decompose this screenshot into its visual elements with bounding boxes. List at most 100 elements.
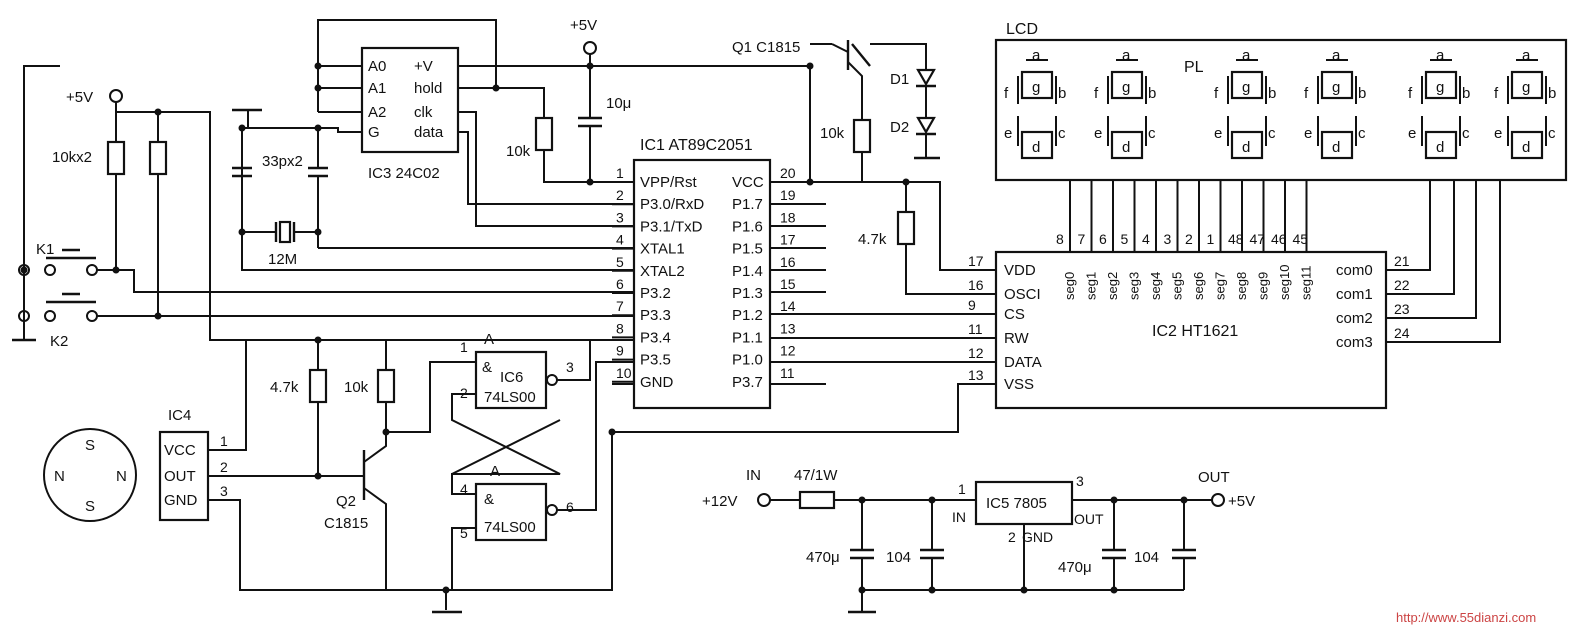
lcd-seg-a: a: [1522, 47, 1531, 64]
ic3-right-pin-label: +V: [414, 58, 433, 75]
cap-xtal-label: 33px2: [262, 153, 303, 170]
ic6-pin6: 6: [566, 499, 574, 515]
c-in2-label: 104: [886, 549, 911, 566]
vcc-left-label: +5V: [66, 89, 93, 106]
ic1-right-pin-label: P1.0: [732, 352, 763, 369]
ic2-top-pin-num: 7: [1078, 231, 1086, 247]
lcd-digit-lower: [1110, 130, 1144, 160]
ic1-left-pin-label: P3.5: [640, 352, 671, 369]
lcd-seg-b: b: [1462, 85, 1470, 102]
ic2-top-pin-num: 5: [1121, 231, 1129, 247]
magnet-n-right: N: [116, 468, 127, 485]
lcd-seg-a: a: [1242, 47, 1251, 64]
ic1-right-pin-num: 12: [780, 343, 796, 359]
lcd-seg-f: f: [1214, 85, 1219, 102]
ic1-left-pin-label: XTAL2: [640, 263, 685, 280]
lcd-seg-b: b: [1548, 85, 1556, 102]
ic2-com-pin-label: com0: [1336, 262, 1373, 279]
ic2-com-pin-num: 22: [1394, 277, 1410, 293]
lcd-seg-f: f: [1408, 85, 1413, 102]
ic1-right-pin-label: P1.3: [732, 285, 763, 302]
lcd-seg-g: g: [1436, 79, 1444, 96]
q2-label: Q2: [336, 493, 356, 510]
ic2-name: IC2 HT1621: [1152, 323, 1238, 340]
ic2-left-pin-num: 13: [968, 367, 984, 383]
r-osc-label: 4.7k: [858, 231, 887, 248]
ic2-seg-label: seg8: [1234, 272, 1249, 300]
r-q1-label: 10k: [820, 125, 845, 142]
ic6-upper-amp: &: [482, 359, 492, 376]
ic4-pin-label: GND: [164, 492, 198, 509]
lcd-seg-e: e: [1494, 125, 1502, 142]
lcd-seg-d: d: [1032, 139, 1040, 156]
ic2-left-pin-label: DATA: [1004, 354, 1042, 371]
ic3-right-pin-label: hold: [414, 80, 442, 97]
ic2-top-pin-num: 48: [1228, 231, 1244, 247]
ic1-left-pin-label: XTAL1: [640, 241, 685, 258]
ic1-right-pin-label: P1.7: [732, 196, 763, 213]
in-label: IN: [746, 467, 761, 484]
lcd-pl: PL: [1184, 59, 1204, 76]
ic5-in-label: IN: [952, 509, 966, 525]
ic3-name: IC3 24C02: [368, 165, 440, 182]
ic2-seg-label: seg10: [1277, 265, 1292, 300]
r-q2c-label: 10k: [344, 379, 369, 396]
ic1-left-pin-num: 10: [616, 365, 632, 381]
ic2-com-pin-label: com1: [1336, 286, 1373, 303]
ic2-top-pin-num: 1: [1207, 231, 1215, 247]
ic2-seg-label: seg5: [1170, 272, 1185, 300]
ic2-top-pin-num: 45: [1293, 231, 1309, 247]
ic2-top-pin-num: 6: [1099, 231, 1107, 247]
ic2-top-pin-num: 4: [1142, 231, 1150, 247]
ic2-seg-label: seg6: [1191, 272, 1206, 300]
ic3-left-pin-label: A0: [368, 58, 386, 75]
lcd-seg-f: f: [1304, 85, 1309, 102]
ic5-name: IC5 7805: [986, 495, 1047, 512]
ic2-left-pin-label: VDD: [1004, 262, 1036, 279]
ic1-body: [632, 158, 772, 410]
lcd-seg-a: a: [1332, 47, 1341, 64]
lcd-seg-c: c: [1548, 125, 1556, 142]
ic3-left-pin-label: A2: [368, 104, 386, 121]
lcd-digit-upper: [1110, 70, 1144, 100]
ic2-top-pin-num: 46: [1271, 231, 1287, 247]
ic1-left-pin-num: 8: [616, 320, 624, 336]
ic1-left-pin-num: 7: [616, 298, 624, 314]
ic2-seg-label: seg1: [1084, 272, 1099, 300]
lcd-digit-lower: [1230, 130, 1264, 160]
lcd-seg-c: c: [1148, 125, 1156, 142]
magnet-n-left: N: [54, 468, 65, 485]
lcd-seg-d: d: [1522, 139, 1530, 156]
wires: [12, 19, 1501, 614]
ic2-left-pin-num: 12: [968, 345, 984, 361]
ic1-left-pin-num: 4: [616, 232, 624, 248]
c-in1-label: 470μ: [806, 549, 840, 566]
lcd-seg-b: b: [1358, 85, 1366, 102]
ic1-right-pin-num: 11: [780, 365, 795, 381]
ic2-seg-label: seg2: [1105, 272, 1120, 300]
ic3-body: [360, 46, 460, 154]
ic1-left-pin-num: 6: [616, 276, 624, 292]
ic1-left-pin-num: 5: [616, 254, 624, 270]
lcd-seg-g: g: [1522, 79, 1530, 96]
ic2-left-pin-num: 11: [968, 321, 983, 337]
in-voltage: +12V: [702, 493, 737, 510]
out-label: OUT: [1198, 469, 1230, 486]
ic2-left-pin-label: OSCI: [1004, 286, 1041, 303]
ic2-seg-label: seg0: [1062, 272, 1077, 300]
ic6-pin3: 3: [566, 359, 574, 375]
ic2-pins: 17VDD16OSCI9CS11RW12DATA13VSS21com022com…: [968, 180, 1410, 393]
watermark: http://www.55dianzi.com: [1396, 610, 1536, 625]
ic6-pin1: 1: [460, 339, 468, 355]
lcd-title: LCD: [1006, 21, 1038, 38]
junction-dots: [20, 62, 1188, 594]
ic4-pin-num: 3: [220, 483, 228, 499]
r-rst-label: 10k: [506, 143, 531, 160]
ic1-right-pin-label: P3.7: [732, 374, 763, 391]
lcd-seg-c: c: [1462, 125, 1470, 142]
ic6-gate-upper: [474, 350, 548, 410]
k1-label: K1: [36, 241, 54, 258]
lcd-seg-c: c: [1358, 125, 1366, 142]
lcd-seg-f: f: [1494, 85, 1499, 102]
